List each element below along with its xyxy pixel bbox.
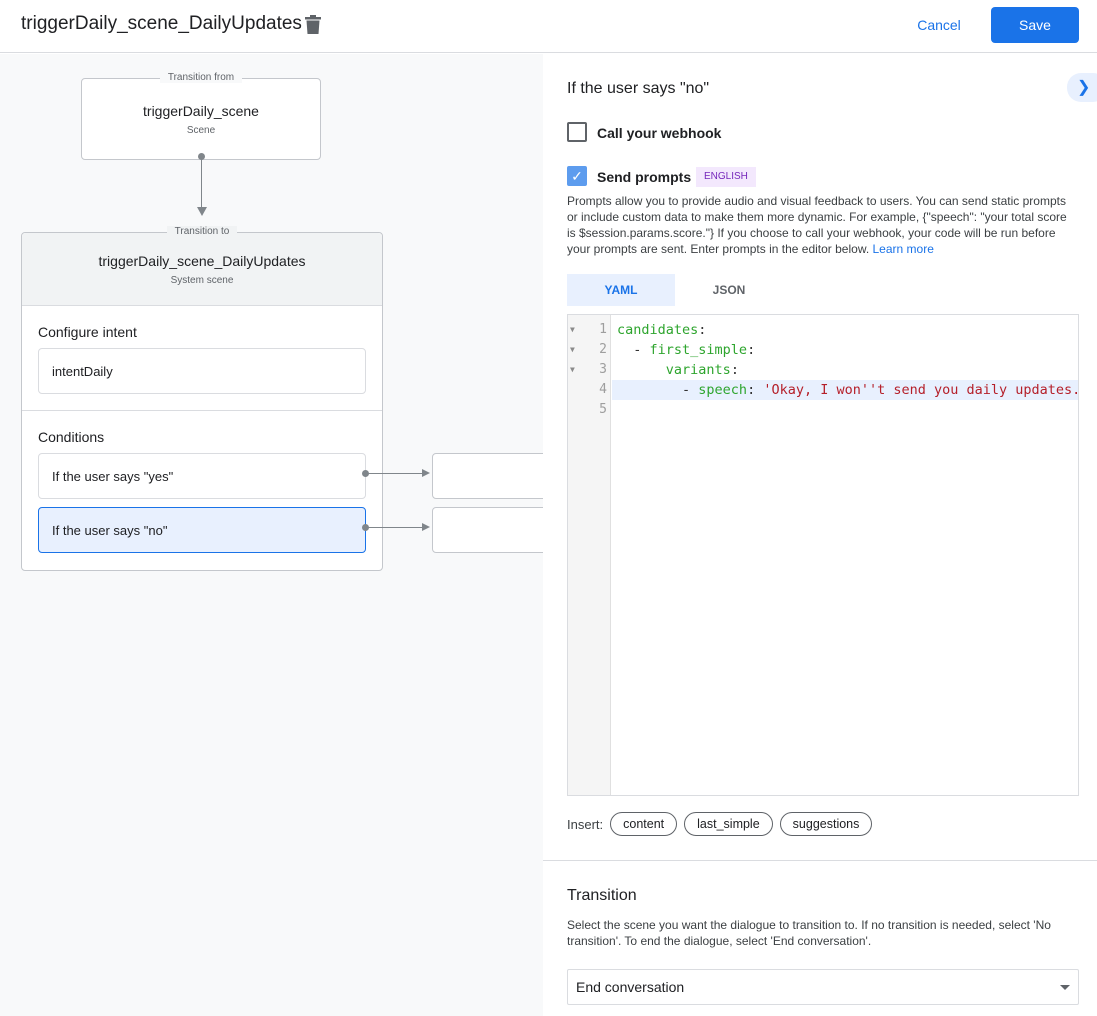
dropdown-arrow-icon	[1060, 985, 1070, 990]
transition-description: Select the scene you want the dialogue t…	[567, 918, 1051, 948]
transition-heading: Transition	[567, 887, 637, 904]
line-gutter: ▼ 1 ▼ 2 ▼ 3 4 5	[568, 315, 611, 795]
from-scene-type: Scene	[186, 125, 216, 136]
arrow-down-icon	[197, 207, 207, 216]
configure-intent-heading: Configure intent	[38, 324, 137, 340]
to-scene-type: System scene	[170, 275, 234, 286]
condition-yes[interactable]: If the user says "yes"	[38, 453, 366, 499]
intent-field[interactable]: intentDaily	[38, 348, 366, 394]
conditions-heading: Conditions	[38, 429, 105, 445]
transition-to-node: triggerDaily_scene_DailyUpdates System s…	[21, 226, 383, 571]
to-scene-name: triggerDaily_scene_DailyUpdates	[98, 253, 306, 269]
divider	[543, 860, 1097, 861]
code-line: - first_simple:	[617, 342, 756, 358]
line-number: 5	[599, 402, 607, 417]
code-line-active: - speech: 'Okay, I won''t send you daily…	[612, 380, 1078, 400]
target-node-yes[interactable]	[432, 453, 543, 499]
connector-dot	[362, 524, 369, 531]
webhook-label: Call your webhook	[597, 125, 722, 141]
insert-suggestions-chip[interactable]: suggestions	[779, 812, 873, 836]
insert-bar: Insert: content last_simple suggestions	[567, 812, 873, 836]
transition-selected-value: End conversation	[576, 979, 685, 995]
transition-from-node[interactable]: Transition from triggerDaily_scene Scene	[81, 72, 321, 160]
line-number: 3	[599, 362, 607, 377]
cancel-button[interactable]: Cancel	[917, 17, 961, 33]
connector-line	[366, 527, 424, 528]
trash-icon[interactable]	[305, 15, 321, 34]
line-number: 2	[599, 342, 607, 357]
tab-yaml[interactable]: YAML	[567, 274, 675, 306]
connector-line	[201, 158, 202, 208]
arrow-right-icon	[422, 469, 430, 477]
transition-to-label: Transition to	[166, 226, 238, 237]
page-title: triggerDaily_scene_DailyUpdates	[21, 13, 302, 34]
header: triggerDaily_scene_DailyUpdates Cancel S…	[0, 0, 1097, 53]
condition-no[interactable]: If the user says "no"	[38, 507, 366, 553]
code-line: variants:	[665, 362, 739, 378]
line-number: 4	[599, 382, 607, 397]
code-line: candidates:	[617, 322, 707, 338]
connector-dot	[198, 153, 205, 160]
line-number: 1	[599, 322, 607, 337]
tab-json[interactable]: JSON	[712, 283, 746, 297]
chevron-right-icon[interactable]: ❯	[1067, 73, 1097, 102]
connector-dot	[362, 470, 369, 477]
fold-arrow-icon[interactable]: ▼	[570, 345, 575, 354]
insert-label: Insert:	[567, 816, 604, 832]
target-node-no[interactable]	[432, 507, 543, 553]
panel-heading: If the user says "no"	[567, 80, 710, 97]
transition-select[interactable]: End conversation	[567, 969, 1079, 1005]
insert-content-chip[interactable]: content	[610, 812, 678, 836]
code-line	[612, 400, 1078, 420]
send-prompts-label: Send prompts	[597, 169, 692, 185]
code-editor[interactable]: ▼ 1 ▼ 2 ▼ 3 4 5 candidates: - first_simple:…	[567, 314, 1079, 796]
flow-canvas: Transition from triggerDaily_scene Scene…	[0, 54, 543, 1016]
save-button[interactable]: Save	[991, 7, 1079, 43]
fold-arrow-icon[interactable]: ▼	[570, 365, 575, 374]
fold-arrow-icon[interactable]: ▼	[570, 325, 575, 334]
transition-from-label: Transition from	[159, 72, 243, 83]
arrow-right-icon	[422, 523, 430, 531]
prompts-description-text: Prompts allow you to provide audio and v…	[567, 194, 1067, 256]
from-scene-name: triggerDaily_scene	[143, 103, 259, 119]
language-badge: ENGLISH	[696, 167, 756, 187]
send-prompts-checkbox[interactable]: ✓	[567, 166, 587, 186]
learn-more-link[interactable]: Learn more	[872, 242, 934, 256]
insert-last-simple-chip[interactable]: last_simple	[684, 812, 773, 836]
webhook-checkbox[interactable]	[567, 122, 587, 142]
prompts-description: Prompts allow you to provide audio and v…	[567, 193, 1077, 257]
connector-line	[366, 473, 424, 474]
